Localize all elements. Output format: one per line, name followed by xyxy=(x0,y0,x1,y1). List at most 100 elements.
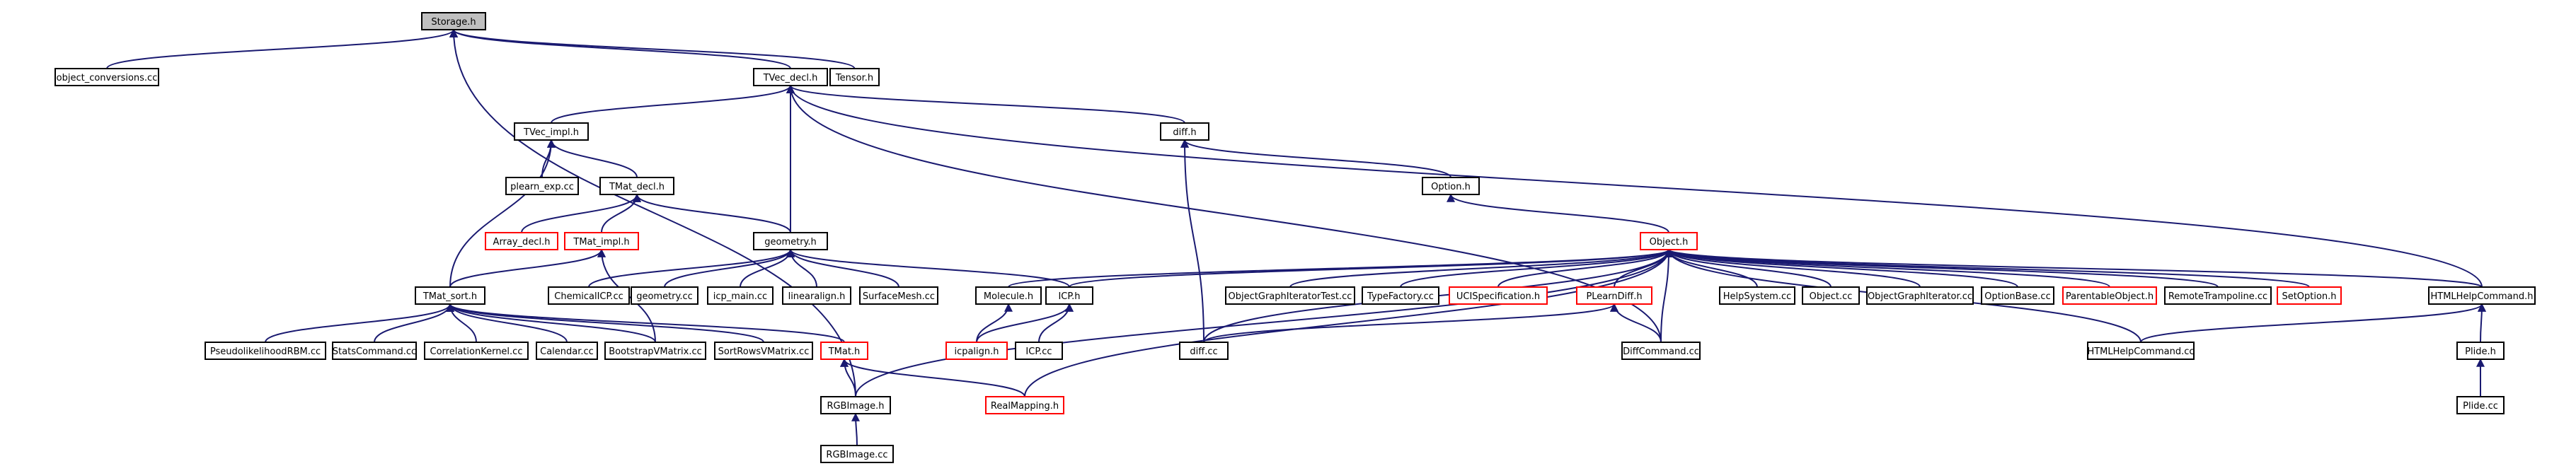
node-box-icp_cc xyxy=(1015,342,1063,360)
node-plearndiff[interactable]: PLearnDiff.h xyxy=(1576,286,1652,305)
edge-bootstrap-to-tmat_sort xyxy=(446,303,656,343)
node-icp_cc[interactable]: ICP.cc xyxy=(1015,342,1063,360)
node-box-setoption xyxy=(2277,286,2342,305)
node-bootstrap[interactable]: BootstrapVMatrix.cc xyxy=(604,342,706,360)
node-sortrows[interactable]: SortRowsVMatrix.cc xyxy=(714,342,813,360)
node-label-array_decl: Array_decl.h xyxy=(493,237,551,247)
node-box-tvec_impl xyxy=(514,122,589,141)
node-label-optionbase: OptionBase.cc xyxy=(1984,291,2050,302)
node-plide_h[interactable]: Plide.h xyxy=(2456,342,2505,360)
node-object_cc[interactable]: Object.cc xyxy=(1802,286,1860,305)
node-typefactory[interactable]: TypeFactory.cc xyxy=(1362,286,1439,305)
edge-optionbase-to-object_h xyxy=(1664,248,2018,288)
node-box-statscmd xyxy=(332,342,417,360)
node-label-surfacemesh: SurfaceMesh.cc xyxy=(863,291,935,302)
edge-ogit_test-to-object_h xyxy=(1289,248,1673,288)
node-box-icp_h xyxy=(1045,286,1093,305)
node-htmlhelpcmd_h[interactable]: HTMLHelpCommand.h xyxy=(2428,286,2536,305)
node-box-icpalign xyxy=(945,342,1008,360)
node-tmat_impl[interactable]: TMat_impl.h xyxy=(564,232,639,250)
node-plearn_exp[interactable]: plearn_exp.cc xyxy=(505,177,579,195)
node-object_conversions[interactable]: object_conversions.cc xyxy=(54,68,159,86)
node-label-tmat_sort: TMat_sort.h xyxy=(422,291,477,302)
node-label-tensor: Tensor.h xyxy=(835,73,873,83)
edge-ucispec-to-object_h xyxy=(1497,248,1673,288)
node-pseudolikelihood[interactable]: PseudolikelihoodRBM.cc xyxy=(205,342,326,360)
node-chemicalicp[interactable]: ChemicalICP.cc xyxy=(548,286,630,305)
node-label-tmat_h: TMat.h xyxy=(828,346,861,357)
node-label-helpsystem: HelpSystem.cc xyxy=(1723,291,1792,302)
node-label-linearalign: linearalign.h xyxy=(788,291,846,302)
node-option_h[interactable]: Option.h xyxy=(1422,177,1480,195)
edge-pseudolikelihood-to-tmat_sort xyxy=(265,303,454,343)
node-diffcommand[interactable]: DiffCommand.cc xyxy=(1621,342,1701,360)
node-rgbimage_cc[interactable]: RGBImage.cc xyxy=(820,445,894,463)
node-label-chemicalicp: ChemicalICP.cc xyxy=(554,291,623,302)
edge-parentable-to-object_h xyxy=(1664,248,2110,288)
node-label-diff_cc: diff.cc xyxy=(1190,346,1217,357)
node-label-plide_h: Plide.h xyxy=(2465,346,2496,357)
node-tvec_decl[interactable]: TVec_decl.h xyxy=(753,68,828,86)
node-diff_h[interactable]: diff.h xyxy=(1160,122,1209,141)
edge-diff_cc-to-diff_h xyxy=(1180,139,1204,343)
node-tmat_decl[interactable]: TMat_decl.h xyxy=(599,177,674,195)
node-box-tvec_decl xyxy=(753,68,828,86)
node-box-ucispec xyxy=(1449,286,1548,305)
node-tmat_sort[interactable]: TMat_sort.h xyxy=(415,286,485,305)
node-label-tvec_decl: TVec_decl.h xyxy=(763,73,818,83)
node-geometry_h[interactable]: geometry.h xyxy=(753,232,828,250)
node-geometry_cc[interactable]: geometry.cc xyxy=(631,286,698,305)
edge-rgbimage_cc-to-rgbimage_h xyxy=(851,412,861,446)
node-statscmd[interactable]: StatsCommand.cc xyxy=(332,342,417,360)
node-array_decl[interactable]: Array_decl.h xyxy=(485,232,558,250)
node-calendar[interactable]: Calendar.cc xyxy=(536,342,598,360)
node-box-option_h xyxy=(1422,177,1480,195)
node-label-object_cc: Object.cc xyxy=(1810,291,1853,302)
node-optionbase[interactable]: OptionBase.cc xyxy=(1981,286,2054,305)
node-molecule[interactable]: Molecule.h xyxy=(975,286,1042,305)
node-box-remotetramp xyxy=(2164,286,2272,305)
node-parentable[interactable]: ParentableObject.h xyxy=(2062,286,2157,305)
node-plide_cc[interactable]: Plide.cc xyxy=(2456,396,2505,414)
node-tmat_h[interactable]: TMat.h xyxy=(820,342,868,360)
node-icpalign[interactable]: icpalign.h xyxy=(945,342,1008,360)
node-label-object_conversions: object_conversions.cc xyxy=(57,73,158,83)
node-label-geometry_h: geometry.h xyxy=(764,237,817,247)
node-tensor[interactable]: Tensor.h xyxy=(829,68,880,86)
node-label-icp_main: icp_main.cc xyxy=(713,291,767,302)
node-label-rgbimage_h: RGBImage.h xyxy=(827,401,884,412)
node-label-pseudolikelihood: PseudolikelihoodRBM.cc xyxy=(210,346,321,357)
node-label-corrkernel: CorrelationKernel.cc xyxy=(430,346,523,357)
edge-sortrows-to-tmat_sort xyxy=(446,303,764,343)
node-surfacemesh[interactable]: SurfaceMesh.cc xyxy=(859,286,938,305)
node-setoption[interactable]: SetOption.h xyxy=(2277,286,2342,305)
node-realmapping[interactable]: RealMapping.h xyxy=(985,396,1064,414)
node-label-ogit_cc: ObjectGraphIterator.cc xyxy=(1868,291,1972,302)
node-icp_main[interactable]: icp_main.cc xyxy=(707,286,774,305)
node-corrkernel[interactable]: CorrelationKernel.cc xyxy=(424,342,529,360)
edge-option_h-to-diff_h xyxy=(1180,139,1451,178)
node-ogit_cc[interactable]: ObjectGraphIterator.cc xyxy=(1866,286,1974,305)
edge-rgbimage_h-to-storage xyxy=(449,28,856,397)
node-box-tmat_sort xyxy=(415,286,485,305)
node-htmlhelpcmd_cc[interactable]: HTMLHelpCommand.cc xyxy=(2087,342,2195,360)
node-ogit_test[interactable]: ObjectGraphIteratorTest.cc xyxy=(1225,286,1355,305)
node-box-diffcommand xyxy=(1621,342,1701,360)
node-box-geometry_cc xyxy=(631,286,698,305)
node-box-corrkernel xyxy=(424,342,529,360)
node-remotetramp[interactable]: RemoteTrampoline.cc xyxy=(2164,286,2272,305)
edge-tensor-to-storage xyxy=(449,28,856,69)
node-box-realmapping xyxy=(985,396,1064,414)
node-box-ogit_test xyxy=(1225,286,1355,305)
node-tvec_impl[interactable]: TVec_impl.h xyxy=(514,122,589,141)
node-object_h[interactable]: Object.h xyxy=(1640,232,1698,250)
node-ucispec[interactable]: UCISpecification.h xyxy=(1449,286,1548,305)
node-box-plide_h xyxy=(2456,342,2505,360)
node-linearalign[interactable]: linearalign.h xyxy=(782,286,851,305)
node-label-htmlhelpcmd_h: HTMLHelpCommand.h xyxy=(2431,291,2534,302)
node-rgbimage_h[interactable]: RGBImage.h xyxy=(820,396,891,414)
node-icp_h[interactable]: ICP.h xyxy=(1045,286,1093,305)
node-diff_cc[interactable]: diff.cc xyxy=(1179,342,1229,360)
node-helpsystem[interactable]: HelpSystem.cc xyxy=(1719,286,1795,305)
